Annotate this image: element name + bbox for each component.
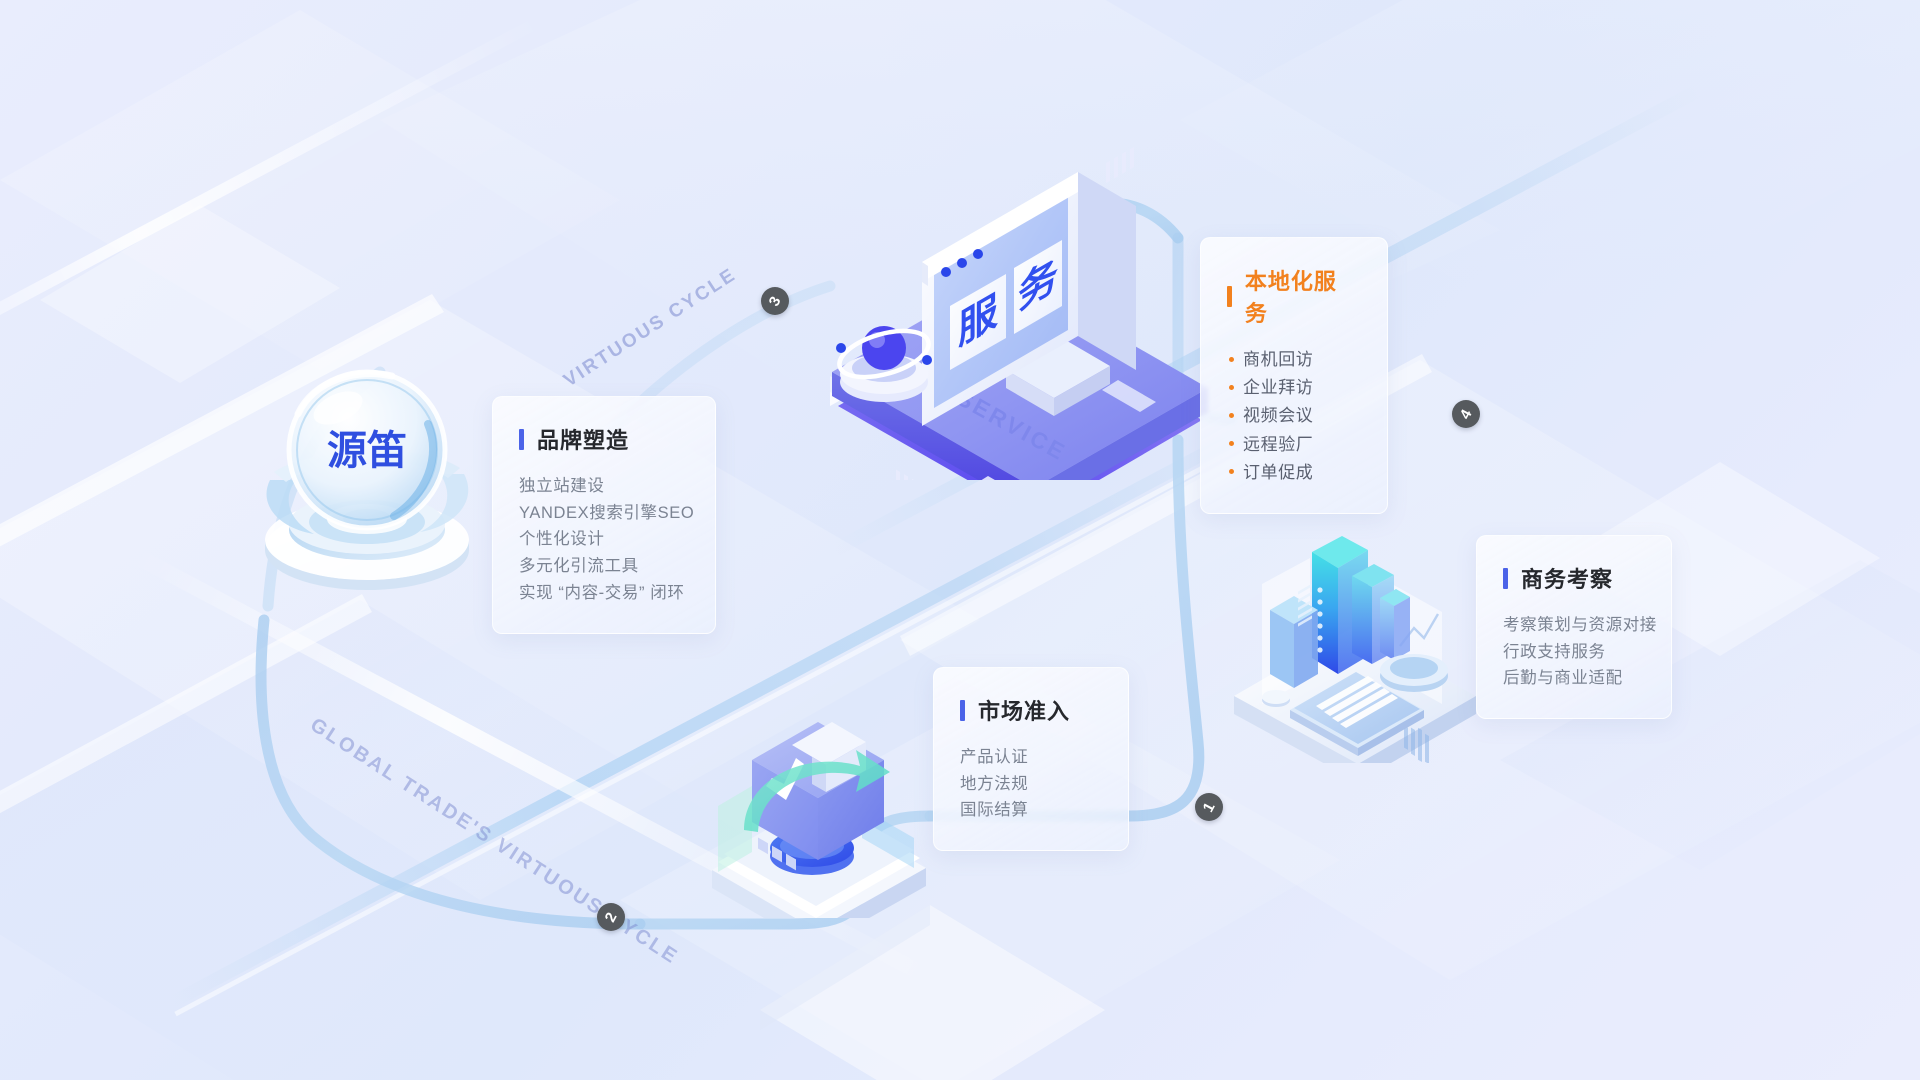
- list-item: 行政支持服务: [1503, 642, 1606, 661]
- card-brand-building[interactable]: 品牌塑造 独立站建设 YANDEX搜索引擎SEO 个性化设计 多元化引流工具 实…: [492, 396, 716, 634]
- list-item: 个性化设计: [519, 530, 605, 549]
- step-marker-3[interactable]: 3: [761, 287, 789, 315]
- card-market-access-title: 市场准入: [978, 699, 1071, 724]
- card-brand-list: 独立站建设 YANDEX搜索引擎SEO 个性化设计 多元化引流工具 实现 “内容…: [519, 473, 695, 607]
- card-market-access-title-row: 市场准入: [960, 694, 1098, 726]
- list-item-label: 商机回访: [1243, 350, 1314, 369]
- card-localized-service[interactable]: 本地化服务 商机回访 企业拜访 视频会议 远程验厂 订单促成: [1200, 237, 1388, 515]
- card-business-inspection-accent-bar: [1503, 567, 1508, 589]
- cycle-arrow-icon: [744, 750, 890, 832]
- globe-pedestal-illustration: 源笛: [252, 352, 482, 592]
- step-marker-4-label: 4: [1456, 406, 1476, 422]
- card-market-access-list: 产品认证 地方法规 国际结算: [960, 744, 1098, 824]
- city-skyline-illustration: [1228, 528, 1488, 782]
- list-item: 视频会议: [1227, 402, 1357, 430]
- list-item: 商机回访: [1227, 346, 1357, 374]
- bullet-dot-icon: [1229, 384, 1234, 390]
- card-market-access-accent-bar: [960, 699, 965, 721]
- card-brand-title: 品牌塑造: [537, 428, 630, 453]
- card-brand-accent-bar: [519, 428, 524, 450]
- card-business-inspection[interactable]: 商务考察 考察策划与资源对接 行政支持服务 后勤与商业适配: [1476, 535, 1672, 720]
- step-marker-2[interactable]: 2: [597, 903, 625, 931]
- card-business-inspection-list: 考察策划与资源对接 行政支持服务 后勤与商业适配: [1503, 612, 1657, 692]
- list-item: 独立站建设: [519, 477, 605, 495]
- list-item: 远程验厂: [1227, 431, 1357, 459]
- list-item: 国际结算: [960, 801, 1029, 820]
- card-business-inspection-title-row: 商务考察: [1503, 562, 1641, 594]
- card-localized-service-list: 商机回访 企业拜访 视频会议 远程验厂 订单促成: [1227, 346, 1357, 487]
- step-marker-4[interactable]: 4: [1452, 400, 1480, 428]
- bullet-dot-icon: [1229, 412, 1234, 418]
- bullet-dot-icon: [1229, 469, 1234, 475]
- card-brand-title-row: 品牌塑造: [519, 423, 685, 455]
- list-item-label: 订单促成: [1243, 462, 1314, 482]
- step-marker-3-label: 3: [765, 293, 785, 309]
- package-check-illustration: [700, 688, 950, 948]
- service-monitor-illustration: SERVICE 服 务: [810, 120, 1230, 518]
- card-localized-service-accent-bar: [1227, 285, 1232, 307]
- step-marker-1[interactable]: 1: [1195, 793, 1223, 821]
- list-item: 地方法规: [960, 774, 1029, 793]
- card-business-inspection-title: 商务考察: [1521, 567, 1614, 592]
- step-marker-2-label: 2: [601, 909, 621, 925]
- step-marker-1-label: 1: [1199, 799, 1219, 815]
- list-item: 考察策划与资源对接: [1503, 616, 1657, 634]
- bullet-dot-icon: [1229, 441, 1234, 447]
- bullet-dot-icon: [1229, 356, 1234, 362]
- list-item: 多元化引流工具: [519, 557, 639, 576]
- list-item-label: 远程验厂: [1243, 434, 1314, 454]
- card-localized-service-title-row: 本地化服务: [1227, 264, 1357, 328]
- list-item: 订单促成: [1227, 459, 1357, 487]
- list-item: 企业拜访: [1227, 374, 1357, 402]
- list-item: 实现 “内容-交易” 闭环: [519, 583, 685, 602]
- card-localized-service-title: 本地化服务: [1244, 269, 1337, 326]
- list-item-label: 企业拜访: [1243, 378, 1314, 398]
- card-market-access[interactable]: 市场准入 产品认证 地方法规 国际结算: [933, 667, 1129, 852]
- list-item: YANDEX搜索引擎SEO: [519, 503, 695, 522]
- list-item: 后勤与商业适配: [1503, 669, 1623, 688]
- list-item-label: 视频会议: [1243, 406, 1314, 426]
- globe-brand-text: 源笛: [327, 429, 407, 473]
- list-item: 产品认证: [960, 748, 1029, 766]
